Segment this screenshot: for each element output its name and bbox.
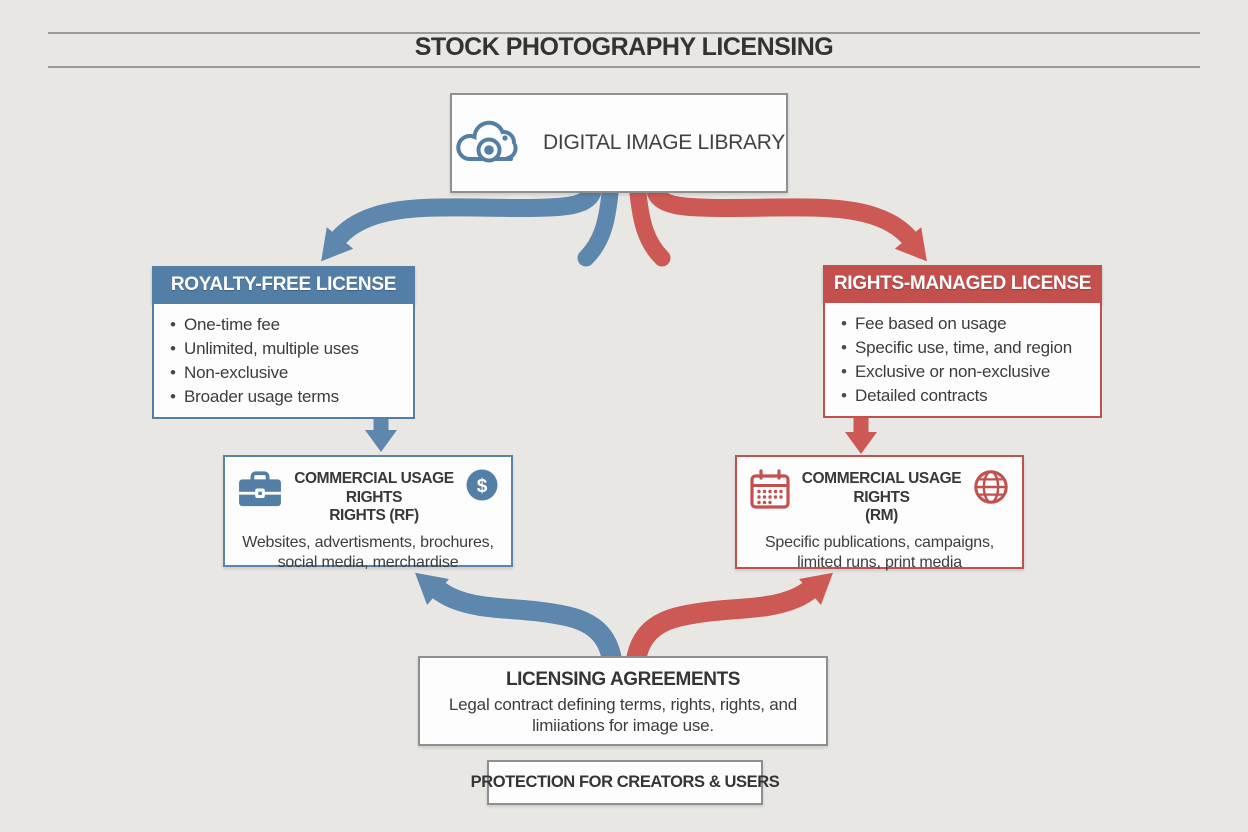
commercial-rf-title-line2: RIGHTS (RF) <box>329 507 419 524</box>
rights-managed-license-box: RIGHTS-MANAGED LICENSE Fee based on usag… <box>823 265 1102 418</box>
commercial-rm-head: COMMERCIAL USAGE RIGHTS (RM) <box>737 457 1022 526</box>
briefcase-icon <box>239 471 281 507</box>
commercial-rf-title-line1: COMMERCIAL USAGE RIGHTS <box>294 470 454 506</box>
commercial-rf-title: COMMERCIAL USAGE RIGHTS RIGHTS (RF) <box>283 470 465 526</box>
library-label: DIGITAL IMAGE LIBRARY <box>543 131 785 154</box>
commercial-rm-title-line2: (RM) <box>865 507 898 524</box>
arrow-rights-managed-to-commercial-rm <box>845 404 877 454</box>
title-rule-bottom <box>48 66 1200 68</box>
protection-label: PROTECTION FOR CREATORS & USERS <box>470 773 780 791</box>
royalty-free-bullet-list: One-time fee Unlimited, multiple uses No… <box>152 304 415 419</box>
svg-text:$: $ <box>477 476 488 497</box>
royalty-free-license-box: ROYALTY-FREE LICENSE One-time fee Unlimi… <box>152 266 415 419</box>
blue-tail-swoosh <box>577 184 619 267</box>
commercial-rm-desc-line2: limited runs, print media <box>797 553 962 571</box>
royalty-free-header: ROYALTY-FREE LICENSE <box>152 266 415 304</box>
commercial-rf-head: COMMERCIAL USAGE RIGHTS RIGHTS (RF) $ <box>225 457 511 526</box>
commercial-rm-box: COMMERCIAL USAGE RIGHTS (RM) Specific pu… <box>735 455 1024 571</box>
cloud-camera-icon <box>456 120 518 163</box>
title-rule-top <box>48 32 1200 34</box>
royalty-free-bullet: Non-exclusive <box>168 361 403 385</box>
page-title: STOCK PHOTOGRAPHY LICENSING <box>414 33 834 61</box>
licensing-agreements-box: LICENSING AGREEMENTS Legal contract defi… <box>418 656 828 746</box>
commercial-rm-description: Specific publications, campaigns, limite… <box>737 533 1022 573</box>
commercial-rm-title: COMMERCIAL USAGE RIGHTS (RM) <box>791 470 972 526</box>
licensing-agreements-desc-line2: limiiations for image use. <box>532 716 714 735</box>
rights-managed-bullet: Detailed contracts <box>839 384 1090 408</box>
arrow-agreements-to-commercial-rm <box>626 572 833 670</box>
commercial-rm-desc-line1: Specific publications, campaigns, <box>764 533 995 551</box>
arrow-library-to-royalty-free <box>321 184 601 262</box>
rights-managed-bullet: Specific use, time, and region <box>839 336 1090 360</box>
globe-icon <box>974 470 1008 504</box>
commercial-rf-desc-line2: social media, merchardise <box>277 553 459 571</box>
arrow-agreements-to-commercial-rf <box>415 572 622 670</box>
arrow-library-to-rights-managed <box>647 184 927 262</box>
digital-image-library-box: DIGITAL IMAGE LIBRARY <box>450 93 788 193</box>
calendar-icon <box>750 469 790 509</box>
protection-box: PROTECTION FOR CREATORS & USERS <box>471 760 780 805</box>
red-tail-swoosh <box>629 184 671 267</box>
rights-managed-header: RIGHTS-MANAGED LICENSE <box>823 265 1102 303</box>
rights-managed-bullet: Fee based on usage <box>839 312 1090 336</box>
royalty-free-bullet: Unlimited, multiple uses <box>168 337 403 361</box>
rights-managed-bullet-list: Fee based on usage Specific use, time, a… <box>823 303 1102 418</box>
royalty-free-bullet: One-time fee <box>168 313 403 337</box>
rights-managed-bullet: Exclusive or non-exclusive <box>839 360 1090 384</box>
licensing-agreements-desc-line1: Legal contract defining terms, rights, r… <box>448 695 798 714</box>
dollar-icon: $ <box>466 469 498 501</box>
commercial-rf-desc-line1: Websites, advertisments, brochures, <box>242 533 494 551</box>
licensing-agreements-description: Legal contract defining terms, rights, r… <box>420 694 826 736</box>
commercial-rf-box: COMMERCIAL USAGE RIGHTS RIGHTS (RF) $ We… <box>223 455 513 571</box>
royalty-free-bullet: Broader usage terms <box>168 385 403 409</box>
licensing-agreements-title: LICENSING AGREEMENTS <box>505 669 741 690</box>
commercial-rm-title-line1: COMMERCIAL USAGE RIGHTS <box>801 470 962 506</box>
commercial-rf-description: Websites, advertisments, brochures, soci… <box>225 533 511 573</box>
